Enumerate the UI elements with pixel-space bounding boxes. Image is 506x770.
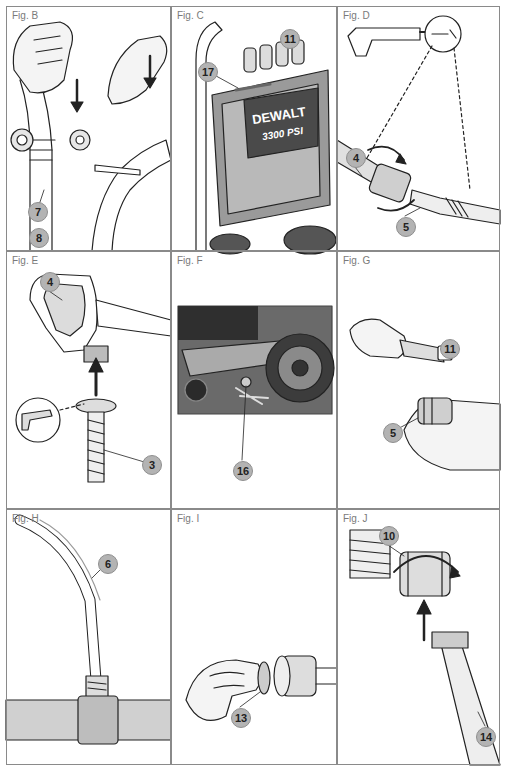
figure-panel: Fig. B 7 8: [6, 6, 171, 251]
panel-title: Fig. C: [177, 10, 204, 21]
pressure-washer: [196, 22, 336, 254]
panel-title: Fig. B: [12, 10, 38, 21]
figure-panel: Fig. H 6: [6, 509, 171, 765]
garden-hose-connection: [350, 530, 500, 765]
brand-label: DEWALT: [251, 104, 307, 127]
panel-title: Fig. G: [343, 255, 370, 266]
callout-text: 17: [202, 67, 214, 78]
callout-number: 4: [346, 148, 366, 168]
callout-text: 8: [36, 233, 42, 244]
callout-number: 10: [379, 526, 399, 546]
nozzle-quick-connect: [350, 319, 500, 470]
callout-text: 11: [444, 344, 456, 355]
callout-number: 14: [476, 727, 496, 747]
figure-panel: Fig. E 4 3: [6, 251, 171, 509]
callout-text: 14: [480, 732, 492, 743]
callout-text: 4: [353, 153, 359, 164]
callout-text: 4: [47, 277, 53, 288]
callout-number: 6: [98, 554, 118, 574]
callout-number: 17: [198, 62, 218, 82]
callout-number: 5: [396, 217, 416, 237]
callout-text: 5: [390, 428, 396, 439]
handle-assembly: [11, 22, 171, 251]
callout-text: 3: [149, 460, 155, 471]
figure-panel: Fig. J 10 14: [337, 509, 500, 765]
callout-number: 4: [40, 272, 60, 292]
figure-panel: Fig. F 16: [171, 251, 337, 509]
gun-wand-connection: [337, 16, 500, 224]
figure-panel: Fig. G 11 5: [337, 251, 500, 509]
callout-text: 13: [235, 713, 247, 724]
callout-number: 11: [280, 29, 300, 49]
callout-text: 11: [284, 34, 296, 45]
figure-panel: Fig. D 4 5: [337, 6, 500, 251]
panel-title: Fig. H: [12, 513, 39, 524]
callout-text: 7: [35, 207, 41, 218]
callout-number: 7: [28, 202, 48, 222]
panel-title: Fig. E: [12, 255, 38, 266]
callout-number: 8: [29, 228, 49, 248]
panel-title: Fig. D: [343, 10, 370, 21]
panel-title: Fig. F: [177, 255, 203, 266]
callout-text: 16: [237, 466, 249, 477]
callout-text: 6: [105, 559, 111, 570]
panel-title: Fig. J: [343, 513, 367, 524]
callout-number: 13: [231, 708, 251, 728]
callout-number: 11: [440, 339, 460, 359]
figure-panel: Fig. I 13: [171, 509, 337, 765]
callout-text: 5: [403, 222, 409, 233]
inlet-screen: [186, 656, 337, 720]
callout-number: 3: [142, 455, 162, 475]
callout-text: 10: [383, 531, 395, 542]
engine-photo: [178, 306, 334, 460]
figure-panel: Fig. C 11 17: [171, 6, 337, 251]
callout-number: 5: [383, 423, 403, 443]
panel-title: Fig. I: [177, 513, 199, 524]
gun-hose-connection: [16, 274, 171, 482]
pressure-label: 3300 PSI: [261, 125, 303, 142]
callout-number: 16: [233, 461, 253, 481]
water-supply: [6, 520, 171, 744]
